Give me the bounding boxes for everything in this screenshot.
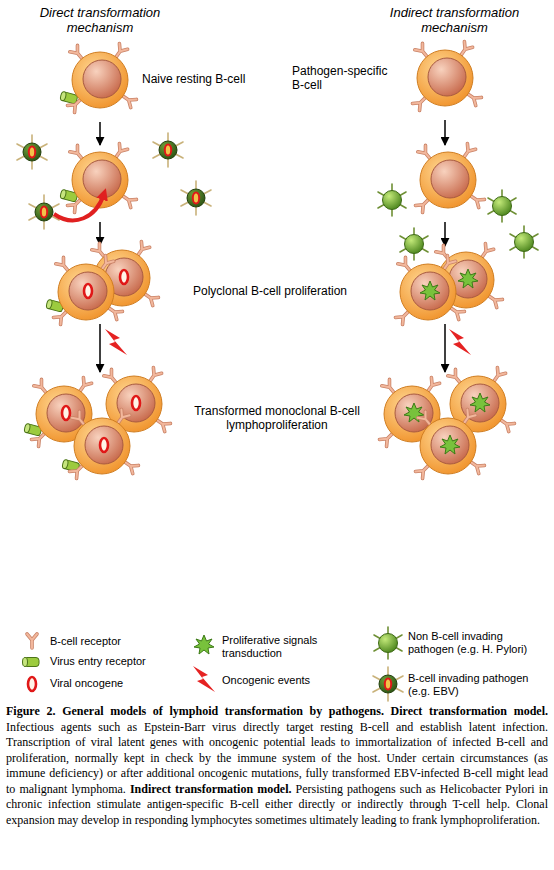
step-arrow <box>444 120 446 145</box>
viral-oncogene <box>84 284 92 298</box>
virus-particle <box>17 135 47 169</box>
pathogen <box>378 184 406 216</box>
legend-sample <box>194 635 214 654</box>
legend-text: Viral oncogene <box>50 677 170 690</box>
b-cell <box>395 256 464 325</box>
caption-sentence: Direct transformation model. <box>391 704 548 718</box>
caption-sentence: Infectious agents such as Epstein-Barr v… <box>6 720 548 734</box>
virus-particle <box>181 181 211 215</box>
step-arrow <box>444 222 446 246</box>
proliferative-signal <box>458 269 478 288</box>
column-heading: Indirect transformation mechanism <box>372 5 537 35</box>
b-cell <box>53 256 122 325</box>
legend-sample <box>373 667 403 701</box>
proliferative-signal <box>440 435 460 454</box>
legend-sample <box>28 677 36 691</box>
step-arrow <box>99 222 101 245</box>
virus-particle <box>153 133 183 167</box>
legend-text: Non B-cell invading pathogen (e.g. H. Py… <box>408 630 548 656</box>
figure-caption: Figure 2. General models of lymphoid tra… <box>6 704 548 828</box>
legend-text: Virus entry receptor <box>50 655 170 668</box>
b-cell <box>415 144 484 213</box>
b-cell <box>415 410 484 479</box>
step-arrow <box>99 122 101 145</box>
step-arrow <box>99 324 101 372</box>
b-cell <box>69 410 138 479</box>
caption-sentence: Indirect transformation model. <box>130 782 296 796</box>
legend-sample <box>374 627 402 659</box>
b-cell <box>412 42 481 111</box>
oncogenic-event <box>449 329 471 355</box>
pathogen <box>488 190 516 222</box>
pathogen <box>400 228 428 260</box>
stage-label: Pathogen-specific B-cell <box>292 64 402 92</box>
legend-sample <box>193 666 215 692</box>
legend-text: Oncogenic events <box>222 674 342 687</box>
viral-oncogene <box>120 270 128 284</box>
legend-text: B-cell receptor <box>50 635 170 648</box>
legend-sample <box>27 634 37 648</box>
oncogenic-event <box>105 329 127 355</box>
legend-text: B-cell invading pathogen (e.g. EBV) <box>408 672 548 698</box>
caption-sentence: Figure 2. <box>6 704 62 718</box>
step-arrow <box>444 324 446 372</box>
legend-text: Proliferative signals transduction <box>222 634 342 660</box>
viral-oncogene <box>132 396 140 410</box>
stage-label: Transformed monoclonal B-cell lymphoprol… <box>192 404 362 432</box>
infection-arrow <box>54 194 104 220</box>
b-cell <box>67 44 136 113</box>
column-heading: Direct transformation mechanism <box>20 5 180 35</box>
virus-particle <box>29 195 59 229</box>
caption-sentence: General models of lymphoid transformatio… <box>62 704 390 718</box>
legend-sample <box>23 658 40 667</box>
pathogen <box>510 226 538 258</box>
stage-label: Naive resting B-cell <box>142 72 272 86</box>
stage-label: Polyclonal B-cell proliferation <box>180 284 360 298</box>
viral-oncogene <box>62 406 70 420</box>
proliferative-signal <box>420 281 440 300</box>
proliferative-signal <box>470 393 490 412</box>
viral-oncogene <box>100 438 108 452</box>
